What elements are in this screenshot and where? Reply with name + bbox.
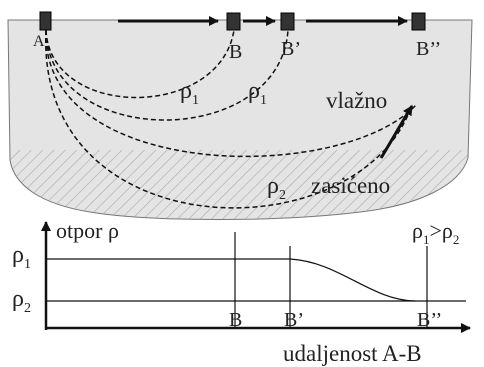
current-path-a-b (45, 29, 235, 99)
current-path-a-b1 (45, 29, 289, 121)
rho1-label-left: ρ1 (180, 78, 199, 108)
rho2-label: ρ2 (267, 173, 286, 203)
current-path-a-b2 (45, 29, 417, 158)
layer-saturated-label: zasićeno (311, 173, 390, 198)
tick-label-b2: B’’ (417, 309, 442, 331)
y-axis-label: otpor ρ (56, 218, 119, 243)
resistivity-curve (289, 258, 416, 302)
label-b: B (229, 41, 242, 63)
electrode-b (226, 12, 241, 31)
x-axis-label: udaljenost A-B (283, 341, 422, 366)
graph-rho1-label: ρ1 (12, 242, 31, 272)
electrode-b2 (411, 12, 426, 31)
electrode-a (39, 11, 52, 31)
electrode-b1 (280, 12, 295, 31)
current-path-a-b2-deep (45, 29, 413, 209)
label-b2: B’’ (416, 38, 441, 60)
tick-label-b1: B’ (284, 309, 304, 331)
current-arrow-up (379, 105, 414, 159)
graph-rho2-label: ρ2 (12, 286, 31, 316)
label-a: A (33, 33, 45, 50)
relation-label: ρ1>ρ2 (412, 218, 459, 247)
tick-label-b: B (229, 309, 242, 331)
rho1-label-right: ρ1 (248, 78, 267, 108)
layer-moist-label: vlažno (326, 88, 387, 113)
